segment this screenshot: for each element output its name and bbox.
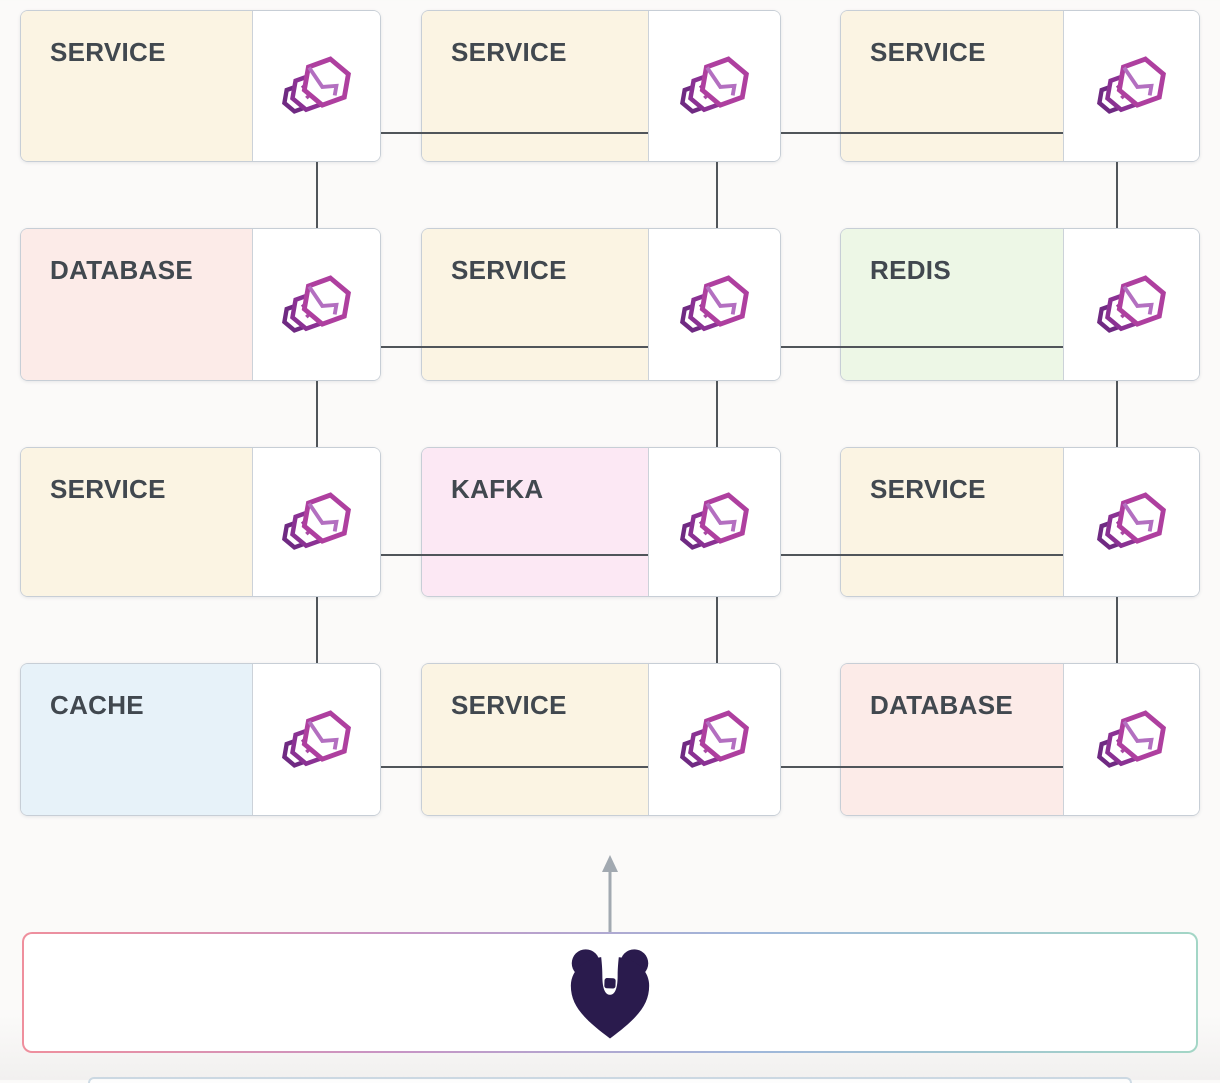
graph-node-service-r0c0[interactable]: SERVICE xyxy=(20,10,381,162)
containers-icon xyxy=(281,56,351,114)
node-icon-section xyxy=(1064,229,1199,380)
graph-node-service-r2c2[interactable]: SERVICE xyxy=(840,447,1200,597)
containers-icon xyxy=(1096,709,1166,768)
beyla-node-body xyxy=(24,934,1196,1051)
containers-icon xyxy=(1096,492,1166,550)
node-icon-section xyxy=(253,229,380,380)
node-label: CACHE xyxy=(21,664,253,815)
containers-icon xyxy=(281,709,351,768)
node-label: SERVICE xyxy=(841,11,1064,161)
graph-node-service-r0c2[interactable]: SERVICE xyxy=(840,10,1200,162)
node-icon-section xyxy=(253,448,380,596)
node-icon-section xyxy=(649,11,780,161)
graph-node-service-r2c0[interactable]: SERVICE xyxy=(20,447,381,597)
graph-node-kafka-r2c1[interactable]: KAFKA xyxy=(421,447,781,597)
containers-icon xyxy=(679,492,749,550)
containers-icon xyxy=(679,709,749,768)
node-icon-section xyxy=(1064,664,1199,815)
graph-node-database-r3c2[interactable]: DATABASE xyxy=(840,663,1200,816)
node-label: SERVICE xyxy=(422,664,649,815)
containers-icon xyxy=(1096,56,1166,114)
node-icon-section xyxy=(649,664,780,815)
graph-node-service-r3c1[interactable]: SERVICE xyxy=(421,663,781,816)
node-label: SERVICE xyxy=(841,448,1064,596)
graph-node-service-r0c1[interactable]: SERVICE xyxy=(421,10,781,162)
graph-node-cache-r3c0[interactable]: CACHE xyxy=(20,663,381,816)
containers-icon xyxy=(1096,274,1166,333)
containers-icon xyxy=(281,492,351,550)
node-label: DATABASE xyxy=(841,664,1064,815)
containers-icon xyxy=(281,274,351,333)
bear-icon xyxy=(570,945,650,1038)
node-icon-section xyxy=(649,448,780,596)
graph-node-database-r1c0[interactable]: DATABASE xyxy=(20,228,381,381)
up-arrow-icon xyxy=(602,855,618,932)
containers-icon xyxy=(679,56,749,114)
node-label: KAFKA xyxy=(422,448,649,596)
node-label: DATABASE xyxy=(21,229,253,380)
graph-node-service-r1c1[interactable]: SERVICE xyxy=(421,228,781,381)
node-icon-section xyxy=(1064,448,1199,596)
beyla-node[interactable] xyxy=(22,932,1198,1053)
node-label: SERVICE xyxy=(21,448,253,596)
node-label: SERVICE xyxy=(422,229,649,380)
node-icon-section xyxy=(253,11,380,161)
node-label: REDIS xyxy=(841,229,1064,380)
node-icon-section xyxy=(649,229,780,380)
node-icon-section xyxy=(253,664,380,815)
next-section-edge xyxy=(88,1077,1132,1083)
node-label: SERVICE xyxy=(422,11,649,161)
containers-icon xyxy=(679,274,749,333)
node-icon-section xyxy=(1064,11,1199,161)
node-label: SERVICE xyxy=(21,11,253,161)
graph-node-redis-r1c2[interactable]: REDIS xyxy=(840,228,1200,381)
